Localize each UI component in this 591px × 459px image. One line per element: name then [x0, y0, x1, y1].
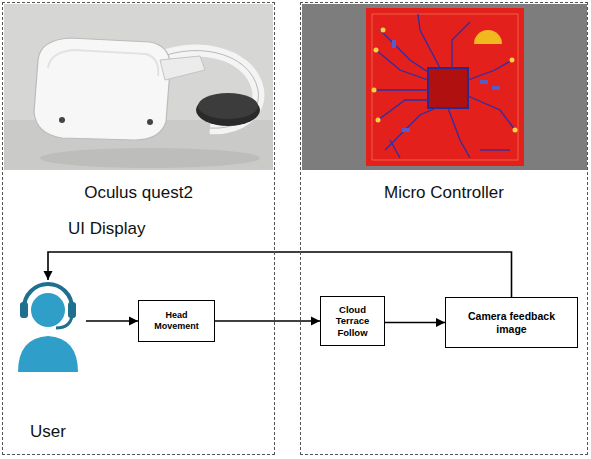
- user-label: User: [10, 422, 86, 442]
- arrow-head: [311, 317, 320, 326]
- headset-photo: [4, 4, 273, 170]
- flow-arrow: [215, 317, 320, 326]
- device-label: Oculus quest2: [3, 183, 274, 203]
- device-panel: Micro ControllerCloud Terrace Follow Came…: [300, 2, 588, 455]
- arrow-head: [436, 318, 445, 327]
- process-box: Camera feedback image: [445, 297, 578, 348]
- box-label: Head Movement: [147, 310, 207, 332]
- arrow-head: [129, 317, 138, 326]
- person-headset-symbol: [10, 280, 86, 375]
- box-label: Cloud Terrace Follow: [332, 304, 374, 338]
- edge-label: UI Display: [68, 219, 145, 239]
- flow-arrow: [44, 252, 512, 297]
- process-box: Head Movement: [138, 300, 215, 342]
- process-box: Cloud Terrace Follow: [320, 296, 385, 346]
- connector-line: [215, 320, 320, 322]
- arrow-head: [44, 271, 53, 280]
- flow-arrow: [86, 317, 138, 326]
- pcb-image: [302, 4, 587, 170]
- box-label: Camera feedback image: [467, 310, 557, 335]
- connector-line: [48, 252, 512, 297]
- flow-arrow: [385, 318, 445, 327]
- user-icon: User: [10, 280, 86, 442]
- device-label: Micro Controller: [301, 183, 587, 203]
